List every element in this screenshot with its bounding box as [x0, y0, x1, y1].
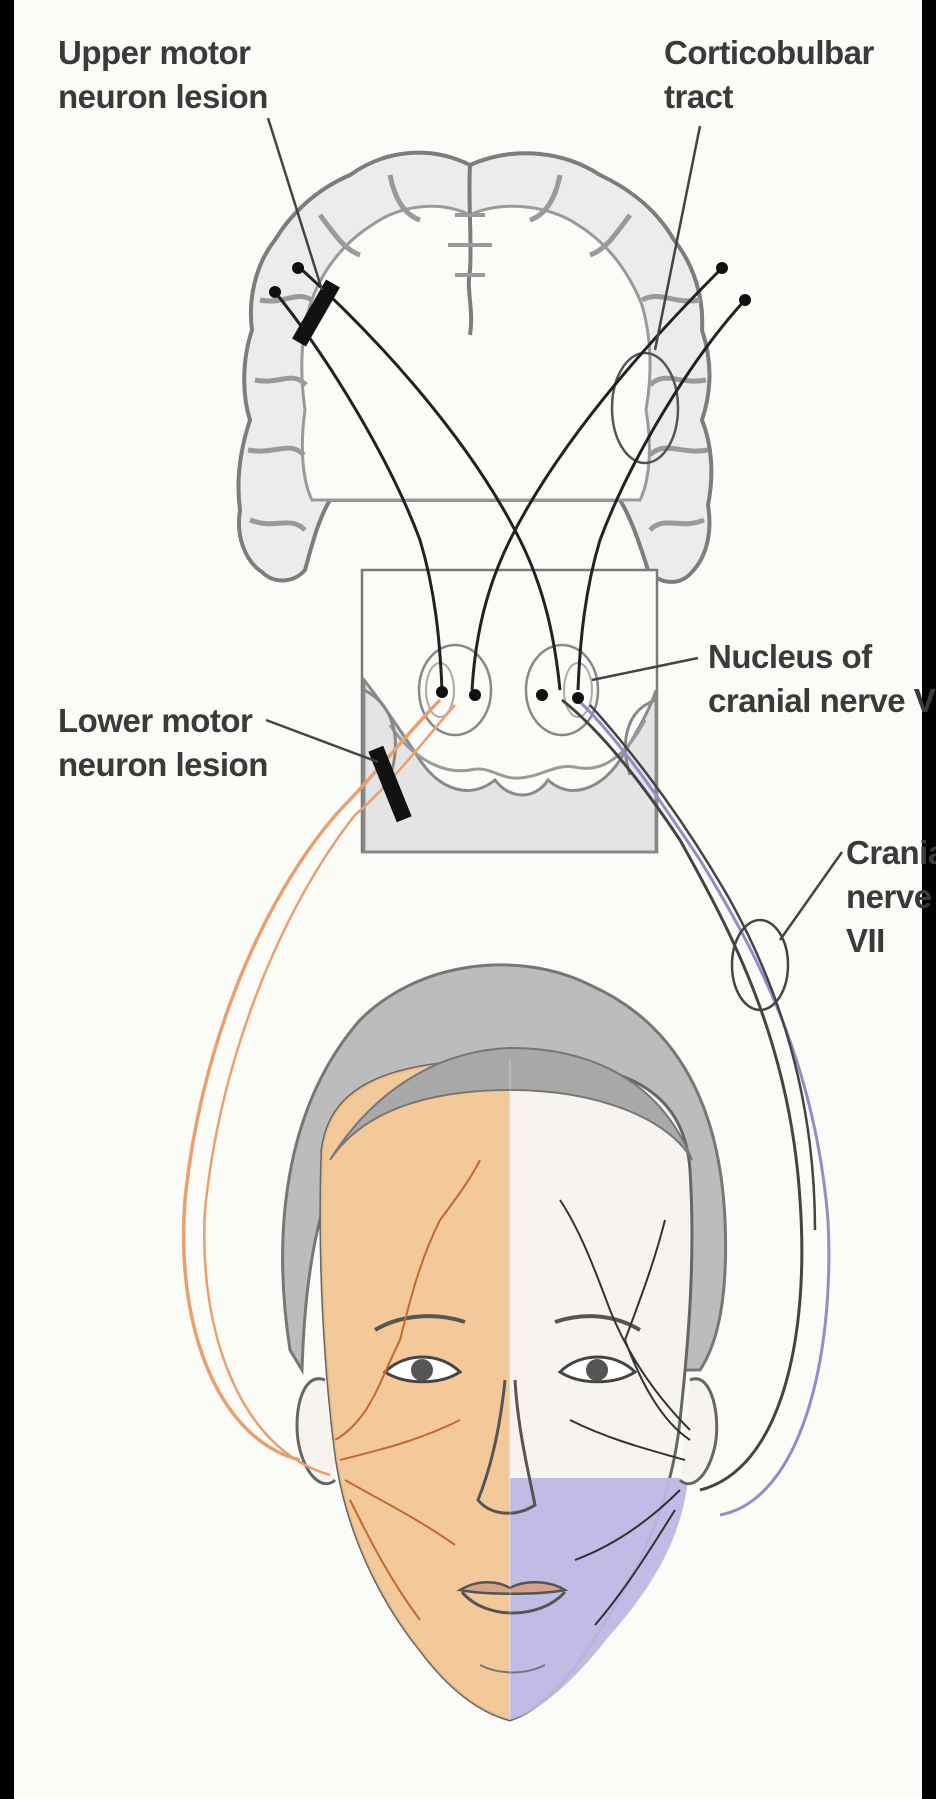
midline-fissure — [469, 165, 471, 335]
label-lower-motor-1: Lower motor — [58, 702, 253, 739]
dot-nucleus-left-a — [436, 686, 448, 698]
label-corticobulbar-1: Corticobulbar — [664, 34, 874, 71]
dot-cortex-left-a — [269, 286, 281, 298]
dot-nucleus-right-a — [536, 689, 548, 701]
dot-cortex-right-a — [716, 262, 728, 274]
dot-cortex-right-b — [739, 294, 751, 306]
label-upper-motor-1: Upper motor — [58, 34, 251, 71]
eye-right-iris — [586, 1359, 608, 1381]
dot-nucleus-left-b — [469, 689, 481, 701]
label-cranial-1: Cranial — [846, 834, 936, 871]
dot-cortex-left-b — [292, 262, 304, 274]
label-nucleus-2: cranial nerve VII — [708, 682, 936, 719]
label-nucleus-1: Nucleus of — [708, 638, 873, 675]
label-upper-motor-2: neuron lesion — [58, 78, 268, 115]
label-cranial-2: nerve — [846, 878, 932, 915]
label-cranial-3: VII — [846, 922, 885, 959]
eye-left-iris — [411, 1359, 433, 1381]
label-corticobulbar-2: tract — [664, 78, 734, 115]
label-lower-motor-2: neuron lesion — [58, 746, 268, 783]
dot-nucleus-right-b — [572, 692, 584, 704]
